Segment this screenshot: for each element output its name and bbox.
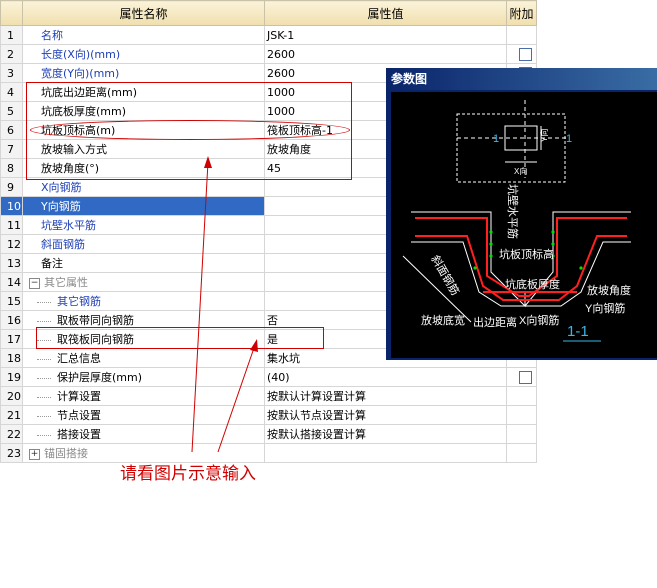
property-row[interactable]: 20 计算设置 按默认计算设置计算	[0, 386, 537, 406]
property-value[interactable]: 按默认节点设置计算	[264, 405, 507, 425]
property-label: 计算设置	[57, 390, 101, 403]
property-label: 放坡角度(°)	[41, 162, 100, 175]
property-label: 宽度(Y向)(mm)	[41, 67, 120, 80]
parameter-diagram-window[interactable]: 参数图 1 1 X向 Y向	[386, 68, 657, 360]
property-label: 备注	[41, 257, 63, 270]
row-number: 16	[0, 310, 23, 330]
tree-line	[37, 415, 51, 417]
label-x-bars: X向钢筋	[519, 313, 559, 327]
property-label: X向钢筋	[41, 181, 82, 194]
property-label: 节点设置	[57, 409, 101, 422]
row-number: 21	[0, 405, 23, 425]
row-number: 9	[0, 177, 23, 197]
row-number: 20	[0, 386, 23, 406]
property-row[interactable]: 23 + 锚固搭接	[0, 443, 537, 463]
label-wall-bars: 坑壁水平筋	[506, 184, 520, 239]
plan-x-dim: X向	[514, 166, 527, 176]
tree-line	[37, 396, 51, 398]
property-label: 汇总信息	[57, 352, 101, 365]
property-label: 坑壁水平筋	[41, 219, 96, 232]
property-value[interactable]: 按默认计算设置计算	[264, 386, 507, 406]
property-label: 其它钢筋	[57, 295, 101, 308]
tree-line	[37, 320, 51, 322]
property-name[interactable]: 汇总信息	[22, 348, 265, 368]
property-name[interactable]: 长度(X向)(mm)	[22, 44, 265, 64]
extra-header[interactable]: 附加	[506, 0, 537, 26]
expand-icon[interactable]: +	[29, 448, 40, 460]
property-label: 坑底出边距离(mm)	[41, 86, 138, 99]
property-label: 锚固搭接	[44, 447, 88, 460]
row-number: 1	[0, 25, 23, 45]
property-name-header[interactable]: 属性名称	[22, 0, 265, 26]
property-row[interactable]: 21 节点设置 按默认节点设置计算	[0, 405, 537, 425]
row-number: 7	[0, 139, 23, 159]
property-label: 保护层厚度(mm)	[57, 371, 143, 384]
parameter-diagram: 1 1 X向 Y向 坑壁水平筋 坑板顶	[391, 92, 657, 358]
row-number: 2	[0, 44, 23, 64]
property-name[interactable]: 放坡角度(°)	[22, 158, 265, 178]
annotation-box-raft-bars	[36, 327, 324, 349]
property-label: 其它属性	[44, 276, 88, 289]
extra-checkbox[interactable]	[519, 47, 532, 61]
property-name[interactable]: 放坡输入方式	[22, 139, 265, 159]
row-number: 10	[0, 196, 23, 216]
property-label: 坑底板厚度(mm)	[41, 105, 127, 118]
annotation-note: 请看图片示意输入	[120, 464, 256, 484]
section-label: 1-1	[567, 323, 589, 340]
tree-line	[37, 434, 51, 436]
label-edge-distance: 出边距离	[473, 315, 517, 329]
plan-label-right: 1	[566, 133, 572, 145]
label-slope-width: 放坡底宽	[421, 313, 465, 327]
label-bottom-thickness: 坑底板厚度	[505, 277, 560, 291]
annotation-box-params	[26, 82, 352, 180]
tree-line	[37, 358, 51, 360]
property-label: 长度(X向)(mm)	[41, 48, 121, 61]
row-number: 23	[0, 443, 23, 463]
diagram-labels: 坑壁水平筋 坑板顶标高 斜面钢筋 坑底板厚度 放坡角度 放坡底宽 出边距离 X向…	[421, 184, 631, 329]
label-slope-bars: 斜面钢筋	[428, 253, 462, 298]
tree-line	[37, 301, 51, 303]
plan-label-left: 1	[493, 133, 499, 145]
window-title[interactable]: 参数图	[386, 68, 657, 90]
plan-y-dim: Y向	[539, 129, 549, 142]
property-name[interactable]: 搭接设置	[22, 424, 265, 444]
tree-line	[37, 377, 51, 379]
property-label: Y向钢筋	[41, 200, 81, 213]
property-name[interactable]: 计算设置	[22, 386, 265, 406]
row-number: 14	[0, 272, 23, 292]
property-label: 名称	[41, 29, 63, 42]
property-label: 取板带同向钢筋	[57, 314, 134, 327]
property-value[interactable]: (40)	[264, 367, 507, 387]
rebar-dots	[473, 230, 583, 270]
row-number: 15	[0, 291, 23, 311]
row-number: 3	[0, 63, 23, 83]
section-rebar	[415, 217, 627, 301]
property-row[interactable]: 22 搭接设置 按默认搭接设置计算	[0, 424, 537, 444]
label-y-bars: Y向钢筋	[585, 301, 625, 315]
annotation-ellipse-elevation	[30, 120, 350, 140]
diagram-svg: 1 1 X向 Y向 坑壁水平筋 坑板顶	[402, 100, 631, 342]
extra-checkbox[interactable]	[519, 370, 532, 384]
property-value[interactable]: 按默认搭接设置计算	[264, 424, 507, 444]
property-name[interactable]: Y向钢筋	[22, 196, 265, 216]
tree-line	[37, 339, 51, 341]
label-top-elevation: 坑板顶标高	[499, 247, 554, 261]
property-name[interactable]: −其它属性	[22, 272, 265, 292]
row-number: 22	[0, 424, 23, 444]
property-name[interactable]: + 锚固搭接	[22, 443, 265, 463]
plan-view	[456, 100, 567, 183]
extra-cell	[506, 443, 537, 463]
property-label: 斜面钢筋	[41, 238, 85, 251]
property-label: 搭接设置	[57, 428, 101, 441]
property-label: 取筏板同向钢筋	[57, 333, 134, 346]
property-label: 放坡输入方式	[41, 143, 107, 156]
row-number: 12	[0, 234, 23, 254]
property-name[interactable]: 宽度(Y向)(mm)	[22, 63, 265, 83]
collapse-icon[interactable]: −	[29, 277, 40, 289]
label-slope-angle: 放坡角度	[587, 283, 631, 297]
